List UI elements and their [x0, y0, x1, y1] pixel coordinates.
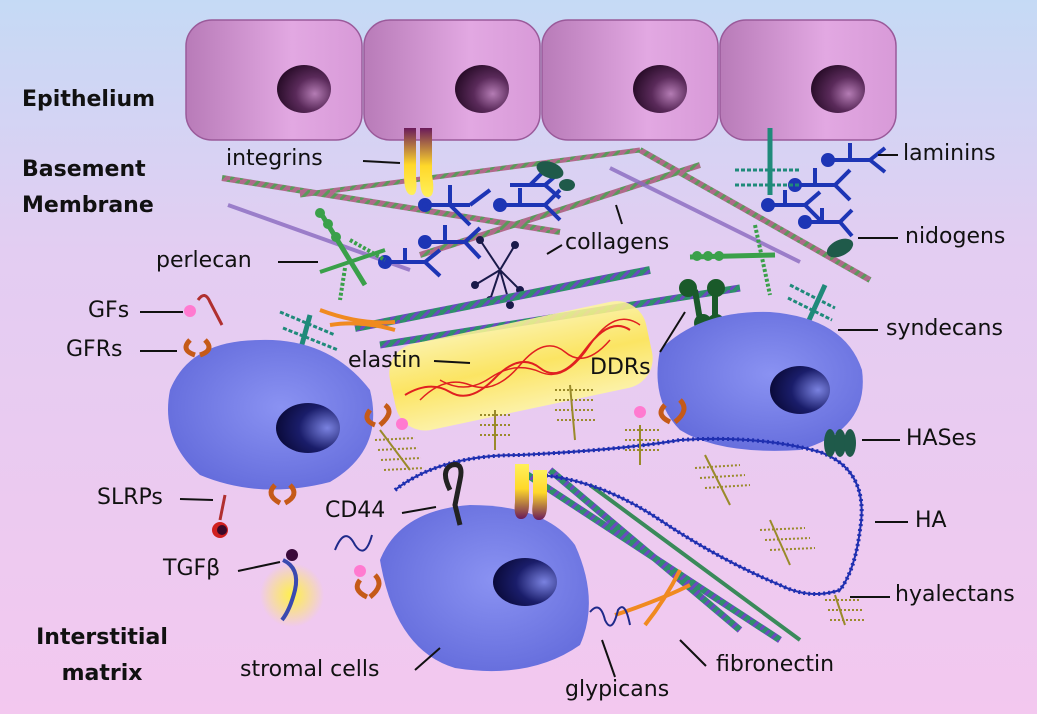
collagen-fiber [354, 266, 651, 332]
stromal-cell [168, 339, 374, 490]
gfr [354, 573, 382, 600]
label-glypicans: glypicans [565, 677, 670, 702]
cd44-receptor [443, 462, 464, 526]
laminins [378, 143, 887, 278]
label-hases: HASes [906, 426, 977, 451]
region-epithelium: Epithelium [22, 87, 156, 112]
hyalectan [825, 594, 865, 626]
leader-lines [140, 154, 908, 678]
hyalectan [625, 425, 660, 465]
epithelial-nucleus [455, 65, 509, 113]
stromal-nucleus [770, 366, 830, 414]
collagen-fiber [588, 483, 802, 642]
collagen-fiber [638, 147, 872, 283]
label-perlecan: perlecan [156, 248, 252, 273]
collagen-fiber [299, 147, 641, 198]
laminin [385, 248, 442, 278]
hyalectan [759, 519, 816, 566]
nidogen [559, 179, 575, 191]
hases [824, 429, 856, 457]
label-integrins: integrins [226, 146, 323, 171]
fibronectin [319, 308, 691, 627]
laminin [768, 190, 822, 222]
epithelial-nucleus [633, 65, 687, 113]
laminin [795, 168, 852, 202]
collagen-fiber [221, 175, 561, 235]
receptors [183, 338, 687, 600]
glypicans [334, 534, 631, 627]
hyalectan [480, 410, 510, 450]
label-laminins: laminins [903, 141, 996, 166]
hyalectan [555, 384, 597, 441]
nidogens [536, 161, 854, 258]
stromal-cell [380, 505, 589, 672]
epithelial-nucleus [277, 65, 331, 113]
nidogen [536, 161, 564, 179]
epithelial-nucleus [811, 65, 865, 113]
growth-factors [184, 305, 646, 577]
label-elastin: elastin [348, 348, 422, 373]
region-interstitial-line2: matrix [61, 661, 143, 686]
label-gfs: GFs [88, 298, 130, 323]
region-basement-line2: Membrane [22, 193, 154, 218]
epithelial-cell [719, 19, 897, 141]
laminin [500, 188, 562, 222]
interstitial-collagens [354, 266, 802, 643]
stromal-cell [657, 311, 863, 451]
label-nidogens: nidogens [905, 224, 1006, 249]
label-fibronectin: fibronectin [716, 652, 835, 677]
epithelial-cell [363, 19, 541, 141]
label-gfrs: GFRs [66, 337, 123, 362]
gfr [658, 398, 687, 425]
integrins [404, 128, 434, 197]
stromal-cells [168, 311, 863, 672]
fibronectin-strand [319, 308, 396, 325]
gf-tether [196, 294, 224, 326]
label-stromal-cells: stromal cells [240, 657, 380, 682]
gfr [183, 338, 212, 358]
ha-chain [393, 436, 864, 596]
collagen-fiber [609, 166, 801, 264]
epithelial-cell [185, 19, 363, 141]
elastin-glow [389, 301, 653, 431]
nidogen [826, 238, 854, 258]
slrp [212, 494, 228, 538]
stromal-nucleus [276, 403, 340, 453]
tgfb [260, 549, 324, 627]
label-cd44: CD44 [325, 498, 386, 523]
hyalectan [374, 429, 425, 471]
proteoglycans [374, 384, 865, 626]
epithelial-cells [185, 19, 897, 141]
label-syndecans: syndecans [886, 316, 1003, 341]
hyalectan [694, 454, 751, 506]
region-basement-line1: Basement [22, 157, 146, 182]
region-basement-membrane: Basement Membrane [22, 152, 154, 224]
label-collagens: collagens [565, 230, 670, 255]
integrin [404, 128, 417, 195]
region-interstitial-line1: Interstitial [36, 625, 168, 650]
label-hyalectans: hyalectans [895, 582, 1015, 607]
interstitial-integrins [514, 464, 547, 520]
fibronectin-strand [614, 583, 691, 617]
laminin [510, 168, 562, 200]
integrin [420, 128, 434, 197]
gfr [268, 483, 297, 506]
label-ddrs: DDRs [590, 355, 651, 380]
gfr [364, 402, 392, 428]
collagen-fiber [547, 467, 743, 633]
label-slrps: SLRPs [97, 485, 163, 510]
stromal-nucleus [493, 558, 557, 606]
perlecan [315, 208, 776, 301]
label-ha: HA [915, 508, 947, 533]
region-interstitial-matrix: Interstitial matrix [22, 620, 182, 692]
elastin [389, 301, 653, 431]
laminin [425, 225, 482, 260]
laminin [805, 208, 854, 238]
label-tgfb: TGFβ [163, 556, 221, 581]
laminin [425, 185, 492, 227]
epithelial-cell [541, 19, 719, 141]
laminin [828, 143, 887, 174]
